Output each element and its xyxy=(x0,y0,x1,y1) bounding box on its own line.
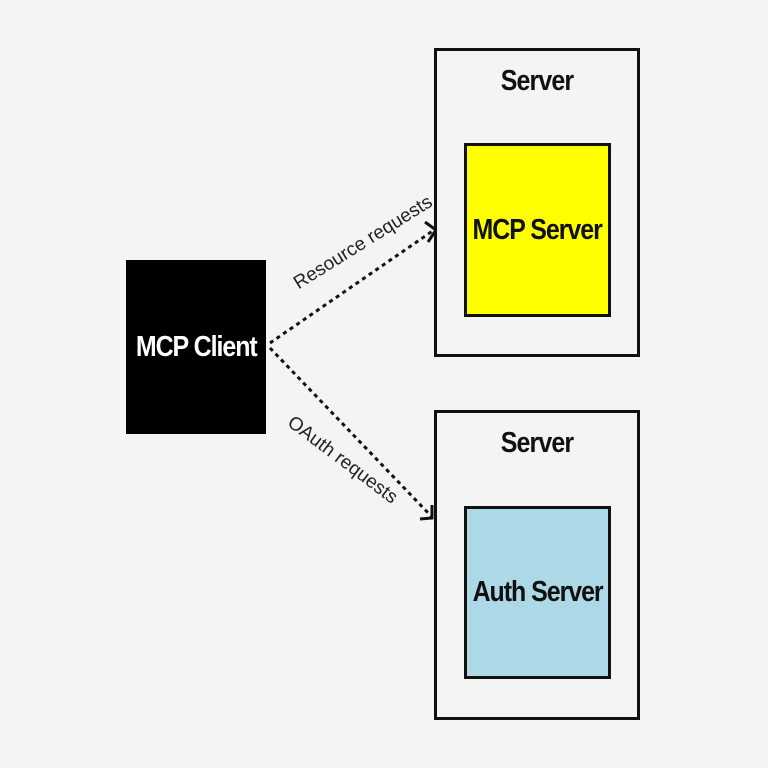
server-frame-label: Server xyxy=(500,65,574,97)
mcp-server-box: MCP Server xyxy=(464,143,611,317)
mcp-client-box: MCP Client xyxy=(126,260,266,434)
auth-server-label: Auth Server xyxy=(472,576,603,608)
auth-server-box: Auth Server xyxy=(464,506,611,679)
mcp-client-label: MCP Client xyxy=(135,330,258,363)
oauth-requests-arrowhead xyxy=(419,505,434,521)
oauth-requests-arrow-line xyxy=(268,346,434,519)
server-frame-label: Server xyxy=(500,427,574,459)
resource-requests-arrow-line xyxy=(269,228,435,345)
mcp-server-label: MCP Server xyxy=(472,213,603,246)
